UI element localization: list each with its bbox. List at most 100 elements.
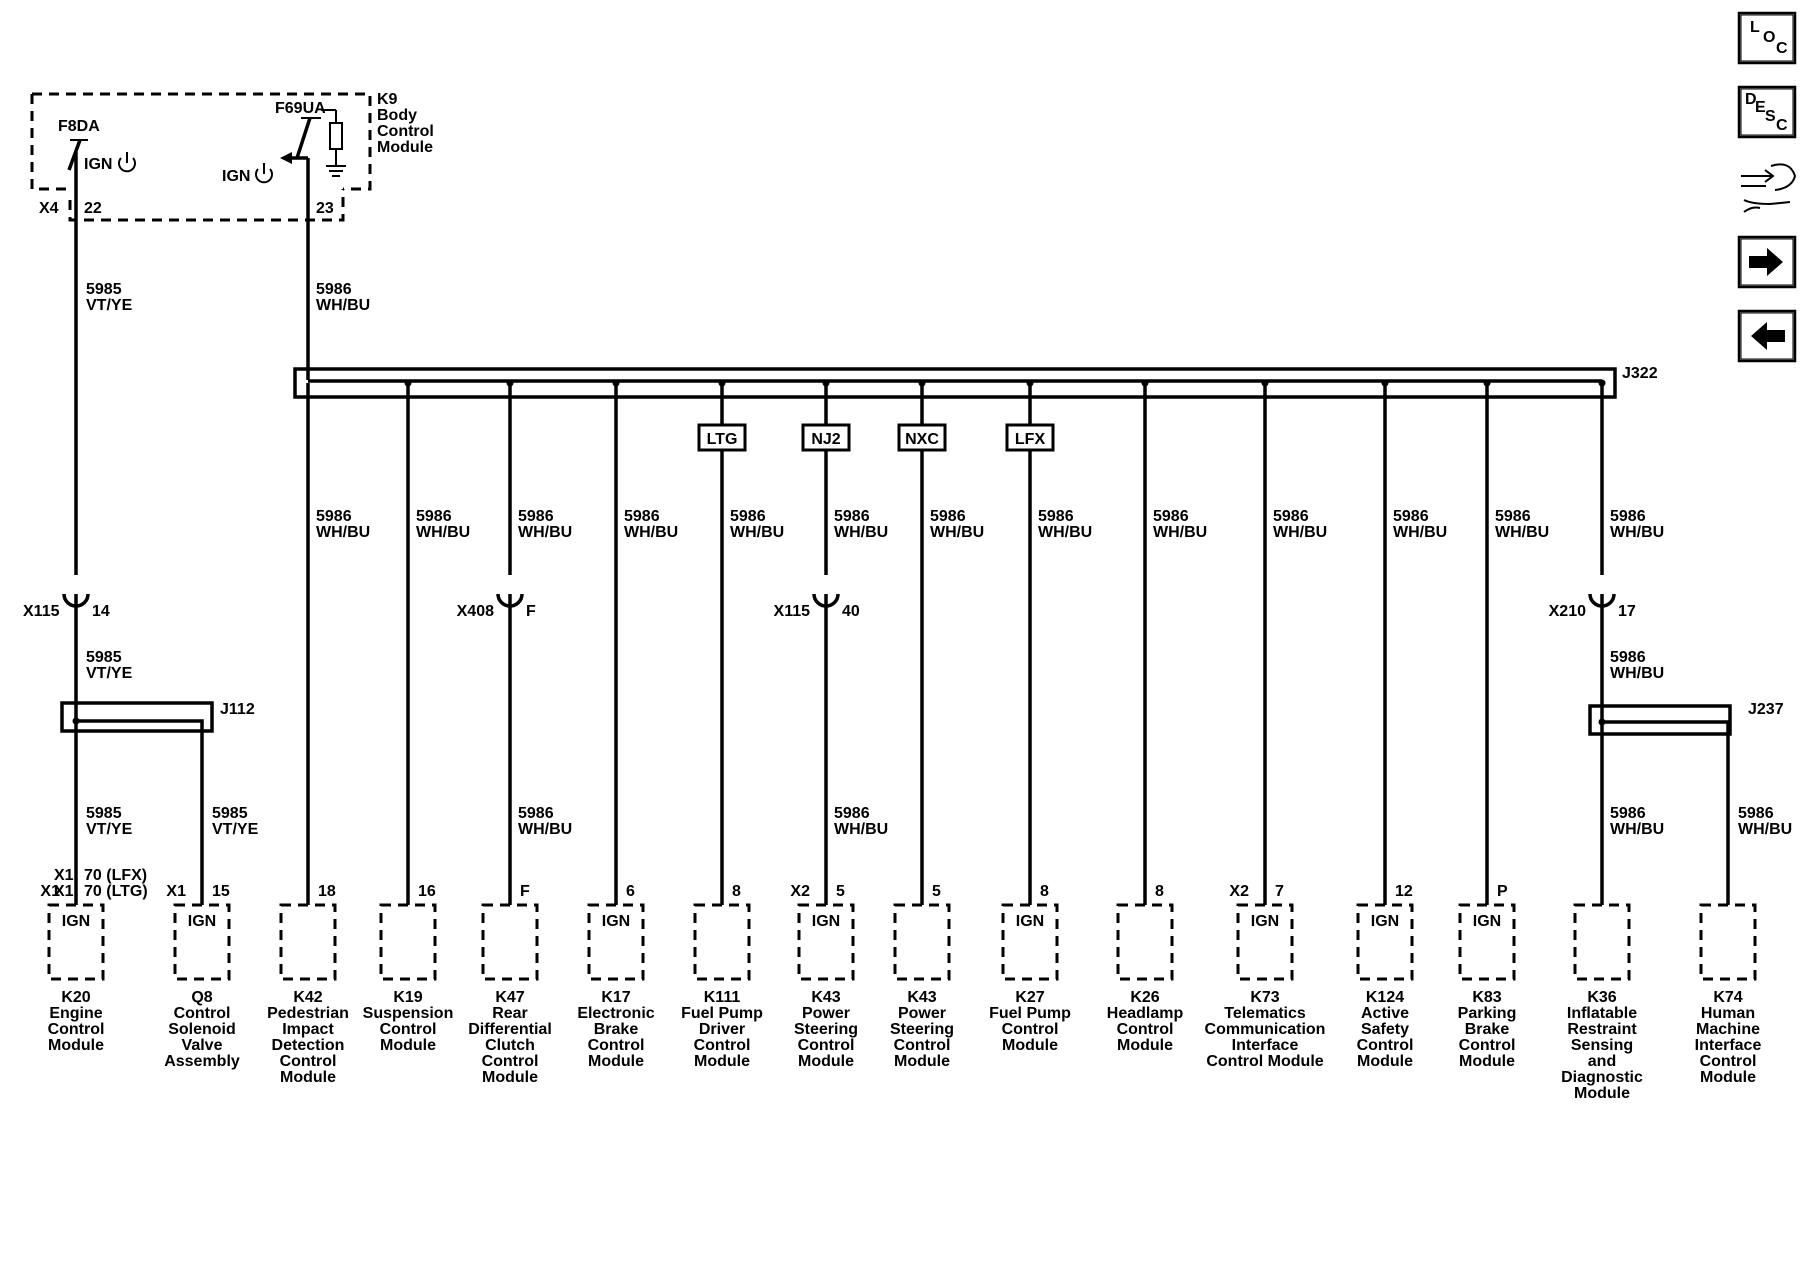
svg-text:O: O xyxy=(1763,29,1775,46)
module-name-line: Rear xyxy=(492,1005,528,1022)
connector-x115-name: X115 xyxy=(23,603,60,620)
splice-j322-label: J322 xyxy=(1622,365,1658,382)
bcm-connector-x4: X4 xyxy=(39,200,59,217)
wire-label-circuit: 5986 xyxy=(518,508,554,525)
module-name-line: Control xyxy=(694,1037,751,1054)
module-name-line: K20 xyxy=(61,989,90,1006)
module-name-line: K42 xyxy=(293,989,322,1006)
wire-label-circuit: 5986 xyxy=(1393,508,1429,525)
inline-connector-name: X210 xyxy=(1549,603,1586,620)
module-name-line: Headlamp xyxy=(1107,1005,1184,1022)
module-pin: 15 xyxy=(212,883,230,900)
module-name-line: Assembly xyxy=(164,1053,240,1070)
module-name-line: Machine xyxy=(1696,1021,1760,1038)
wire-label-color: VT/YE xyxy=(86,297,133,314)
module-name-line: Communication xyxy=(1205,1021,1326,1038)
wire-label-circuit: 5985 xyxy=(86,649,122,666)
module-name-line: K43 xyxy=(907,989,936,1006)
module-name-line: Fuel Pump xyxy=(681,1005,763,1022)
description-button[interactable]: D E S C xyxy=(1737,85,1797,139)
module-ign-label: IGN xyxy=(1371,913,1399,930)
module-name-line: Steering xyxy=(890,1021,954,1038)
module-name-line: Interface xyxy=(1695,1037,1762,1054)
module-name-line: Control xyxy=(588,1037,645,1054)
option-label: LFX xyxy=(1015,431,1046,448)
wire-label-color: WH/BU xyxy=(834,524,888,541)
module-name-line: Electronic xyxy=(577,1005,654,1022)
bcm-label-line-4: Module xyxy=(377,139,433,156)
inline-connector-name: X408 xyxy=(457,603,494,620)
module-name-line: K47 xyxy=(495,989,524,1006)
module-connector: X1 xyxy=(40,883,60,900)
module-k36[interactable]: K36InflatableRestraintSensingandDiagnost… xyxy=(1561,903,1643,1102)
next-arrow-button[interactable] xyxy=(1737,235,1797,289)
bcm-label-line-2: Body xyxy=(377,107,417,124)
module-name-line: K17 xyxy=(601,989,630,1006)
module-pin: 16 xyxy=(418,883,436,900)
wire-label-color: WH/BU xyxy=(416,524,470,541)
module-pin: 70 (LTG) xyxy=(84,883,148,900)
module-name-line: K43 xyxy=(811,989,840,1006)
power-icon xyxy=(118,152,136,173)
module-name-line: Inflatable xyxy=(1567,1005,1637,1022)
wire-label-circuit: 5986 xyxy=(1273,508,1309,525)
svg-text:C: C xyxy=(1776,117,1788,134)
bcm-label-line-1: K9 xyxy=(377,91,398,108)
module-name-line: Brake xyxy=(1465,1021,1510,1038)
previous-arrow-button[interactable] xyxy=(1737,309,1797,363)
power-icon xyxy=(255,163,273,184)
module-name-line: K27 xyxy=(1015,989,1044,1006)
wire-label-color: WH/BU xyxy=(1738,821,1792,838)
module-name-line: Safety xyxy=(1361,1021,1409,1038)
module-name-line: Control xyxy=(380,1021,437,1038)
inline-connector-name: X115 xyxy=(774,603,811,620)
wire-label-color: WH/BU xyxy=(518,821,572,838)
svg-text:E: E xyxy=(1755,99,1766,116)
fuse-f8da-label: F8DA xyxy=(58,118,100,135)
module-name-line: Control xyxy=(280,1053,337,1070)
module-ign-label: IGN xyxy=(1251,913,1279,930)
wire-label-circuit: 5986 xyxy=(1153,508,1189,525)
module-pin: 5 xyxy=(836,883,845,900)
splice-j237 xyxy=(1588,704,1732,736)
module-name-line: Impact xyxy=(282,1021,334,1038)
module-name-line: Module xyxy=(1357,1053,1413,1070)
wire-label-color: WH/BU xyxy=(518,524,572,541)
option-label: NJ2 xyxy=(811,431,840,448)
module-ign-label: IGN xyxy=(62,913,90,930)
diagnostic-connector-icon[interactable] xyxy=(1741,163,1797,213)
svg-text:C: C xyxy=(1776,40,1788,57)
module-name-line: Steering xyxy=(794,1021,858,1038)
option-box xyxy=(697,423,747,452)
wire-label-circuit: 5986 xyxy=(1038,508,1074,525)
module-pin: 8 xyxy=(732,883,741,900)
splice-j112 xyxy=(60,701,214,733)
wire-label-circuit: 5986 xyxy=(1738,805,1774,822)
module-name-line: Active xyxy=(1361,1005,1409,1022)
module-name-line: Power xyxy=(802,1005,850,1022)
location-button[interactable]: L O C xyxy=(1737,11,1797,65)
module-pin: 5 xyxy=(932,883,941,900)
fuse-f69ua-label: F69UA xyxy=(275,100,326,117)
module-name-line: Module xyxy=(1117,1037,1173,1054)
module-name-line: Module xyxy=(1700,1069,1756,1086)
module-name-line: Module xyxy=(48,1037,104,1054)
module-k42[interactable]: 18K42PedestrianImpactDetectionControlMod… xyxy=(267,883,349,1086)
option-label: NXC xyxy=(905,431,939,448)
nav-buttons: L O C D E S C xyxy=(1737,11,1797,363)
module-name-line: Control xyxy=(482,1053,539,1070)
